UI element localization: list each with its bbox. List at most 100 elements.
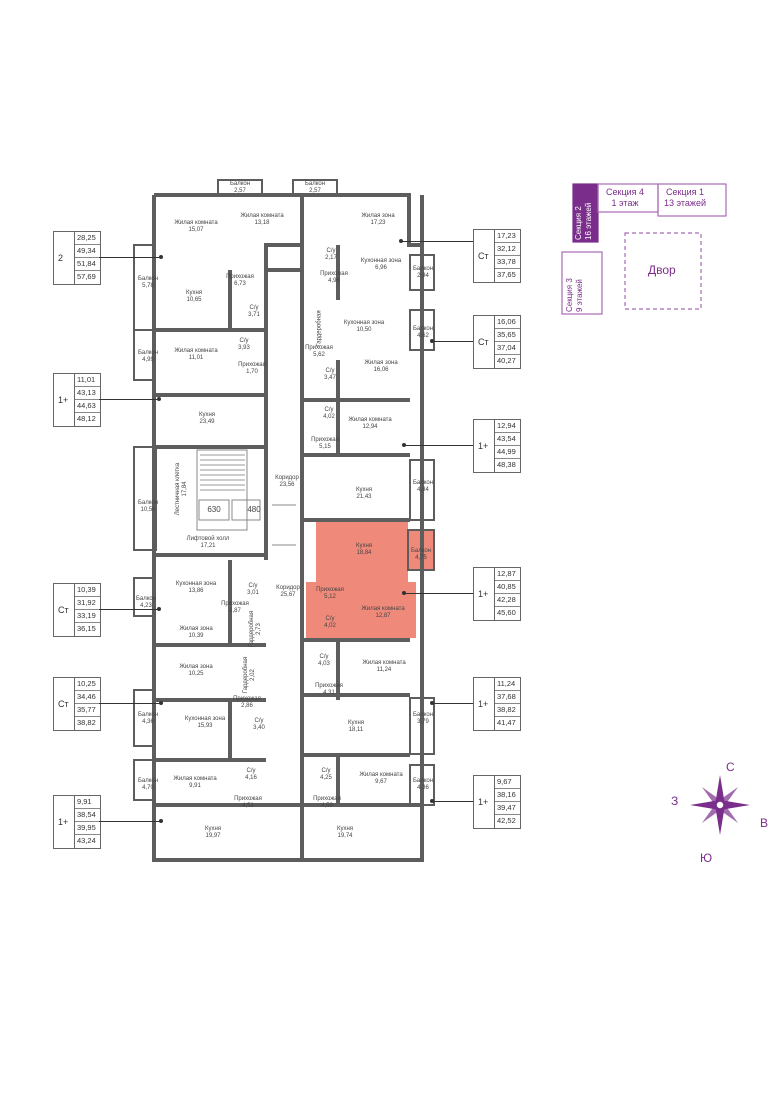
keymap-section-1[interactable]: Секция 1 13 этажей [664, 187, 706, 208]
room-bal-5-78: Балкон 5,78 [137, 276, 159, 289]
leader-line [99, 821, 161, 822]
value: 36,15 [77, 624, 96, 633]
value: 11,01 [75, 374, 100, 387]
apartment-type: 1+ [478, 589, 489, 599]
value: 48,38 [497, 460, 516, 469]
room-bal-4-75: Балкон 4,75 [410, 548, 432, 561]
room-kz-13-86: Кухонная зона 13,86 [175, 581, 217, 594]
keymap-section-3[interactable]: Секция 3 9 этажей [565, 278, 584, 312]
value: 44,63 [75, 400, 100, 413]
room-pr-4-31: Прихожая 4,31 [315, 683, 343, 696]
room-lift-17-21: Лифтовой холл 17,21 [186, 536, 230, 549]
room-zz-10-39: Жилая зона 10,39 [179, 626, 213, 639]
room-su-4-02-b: С/у 4,02 [324, 616, 336, 629]
room-bal-4-36-b: Балкон 4,36 [412, 778, 434, 791]
room-bal-4-84: Балкон 4,84 [412, 480, 434, 493]
apartment-type: 1+ [478, 699, 489, 709]
room-kuh-23-49: Кухня 23,49 [198, 412, 216, 425]
leader-line [432, 801, 473, 802]
room-pr-6-73: Прихожая 6,73 [226, 274, 254, 287]
room-su-4-25: С/у 4,25 [320, 768, 332, 781]
value: 43,24 [77, 836, 96, 845]
value: 33,19 [75, 610, 100, 623]
room-pr-4-96: Прихожая 4,96 [320, 271, 348, 284]
value: 31,92 [75, 597, 100, 610]
room-kor-23-56: Коридор 23,56 [275, 475, 299, 488]
leader-dot [159, 255, 163, 259]
value: 57,69 [77, 272, 96, 281]
value: 42,28 [495, 594, 520, 607]
room-zk-12-94: Жилая комната 12,94 [348, 417, 392, 430]
compass-rose [690, 775, 750, 835]
room-zk-15-07: Жилая комната 15,07 [174, 220, 218, 233]
compass-east: В [760, 816, 769, 830]
value: 43,13 [75, 387, 100, 400]
room-bal-10-56: Балкон 10,56 [137, 500, 159, 513]
room-kz-10-50: Кухонная зона 10,50 [343, 320, 385, 333]
balconies [133, 179, 435, 806]
room-gard-5-62: Гардеробная [316, 310, 323, 347]
value: 39,95 [75, 822, 100, 835]
leader-dot [157, 397, 161, 401]
room-su-3-01: С/у 3,01 [247, 583, 259, 596]
leader-line [99, 703, 161, 704]
apartment-type: Ст [478, 337, 489, 347]
room-su-4-16: С/у 4,16 [245, 768, 257, 781]
keymap-section-2[interactable]: Секция 2 16 этажей [574, 202, 593, 240]
room-pr-4-51: Прихожая 4,51 [234, 796, 262, 809]
apartment-type: 1+ [58, 817, 69, 827]
value: 11,24 [495, 678, 520, 691]
value: 38,82 [77, 718, 96, 727]
value: 35,65 [495, 329, 520, 342]
value: 12,94 [495, 420, 520, 433]
apartment-type: 1+ [478, 797, 489, 807]
leader-dot [430, 701, 434, 705]
room-bal-4-23: Балкон 4,23 [135, 596, 157, 609]
room-kuh-19-74: Кухня 19,74 [336, 826, 354, 839]
room-kuh-21-43: Кухня 21,43 [355, 487, 373, 500]
keymap-section-4[interactable]: Секция 4 1 этаж [606, 187, 645, 208]
value: 16,06 [495, 316, 520, 329]
room-zz-16-06: Жилая зона 16,06 [364, 360, 398, 373]
room-su-3-93: С/у 3,93 [238, 338, 250, 351]
value: 45,60 [497, 608, 516, 617]
room-bal-4-36-a: Балкон 4,36 [137, 712, 159, 725]
compass-north: С [726, 760, 735, 774]
apartment-type: Ст [58, 699, 69, 709]
value: 39,47 [495, 802, 520, 815]
value: 32,12 [495, 243, 520, 256]
room-zz-10-25: Жилая зона 10,25 [179, 664, 213, 677]
leader-dot [159, 819, 163, 823]
room-su-2-17: С/у 2,17 [325, 248, 337, 261]
leader-line [432, 341, 473, 342]
value: 12,87 [495, 568, 520, 581]
value: 51,84 [75, 258, 100, 271]
room-kuh-18-11: Кухня 18,11 [347, 720, 365, 733]
balcony-top-left: Балкон 2,57 [229, 181, 251, 194]
room-kuh-19-97: Кухня 19,97 [204, 826, 222, 839]
room-su-3-47: С/у 3,47 [324, 368, 336, 381]
value: 9,91 [75, 796, 100, 809]
leader-dot [159, 701, 163, 705]
leader-line [401, 241, 473, 242]
room-kuh-18-84: Кухня 18,84 [355, 543, 373, 556]
room-bal-3-79: Балкон 3,79 [412, 712, 434, 725]
value: 10,39 [75, 584, 100, 597]
leader-line [404, 445, 473, 446]
apartment-type: 2 [58, 253, 64, 263]
value: 38,16 [495, 789, 520, 802]
room-zk-12-87: Жилая комната 12,87 [361, 606, 405, 619]
leader-dot [402, 443, 406, 447]
